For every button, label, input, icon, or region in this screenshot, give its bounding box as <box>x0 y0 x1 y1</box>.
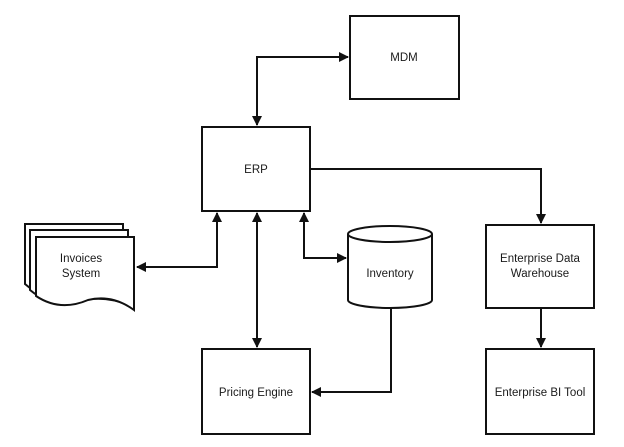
node-inventory[interactable]: Inventory <box>347 225 433 309</box>
node-mdm[interactable]: MDM <box>349 15 460 100</box>
node-pricing-label: Pricing Engine <box>219 387 293 399</box>
node-invoices[interactable]: Invoices System <box>24 223 135 312</box>
node-bi[interactable]: Enterprise BI Tool <box>485 348 595 435</box>
node-edw-label-line1: Enterprise Data <box>500 253 581 265</box>
edge-erp-invoices <box>136 212 222 272</box>
node-mdm-label: MDM <box>390 52 417 64</box>
node-edw[interactable]: Enterprise Data Warehouse <box>485 224 595 309</box>
node-inventory-label: Inventory <box>366 268 414 280</box>
edge-erp-mdm <box>252 52 349 126</box>
node-pricing[interactable]: Pricing Engine <box>201 348 311 435</box>
node-edw-label-line2: Warehouse <box>511 268 569 280</box>
node-bi-label: Enterprise BI Tool <box>495 387 586 399</box>
node-erp-label: ERP <box>244 164 268 176</box>
node-erp[interactable]: ERP <box>201 126 311 212</box>
edge-erp-inventory <box>299 212 347 263</box>
edge-erp-edw <box>310 168 546 224</box>
node-invoices-label-line2: System <box>62 268 100 280</box>
edge-inventory-pricing <box>311 308 392 397</box>
node-invoices-label-line1: Invoices <box>60 253 102 265</box>
